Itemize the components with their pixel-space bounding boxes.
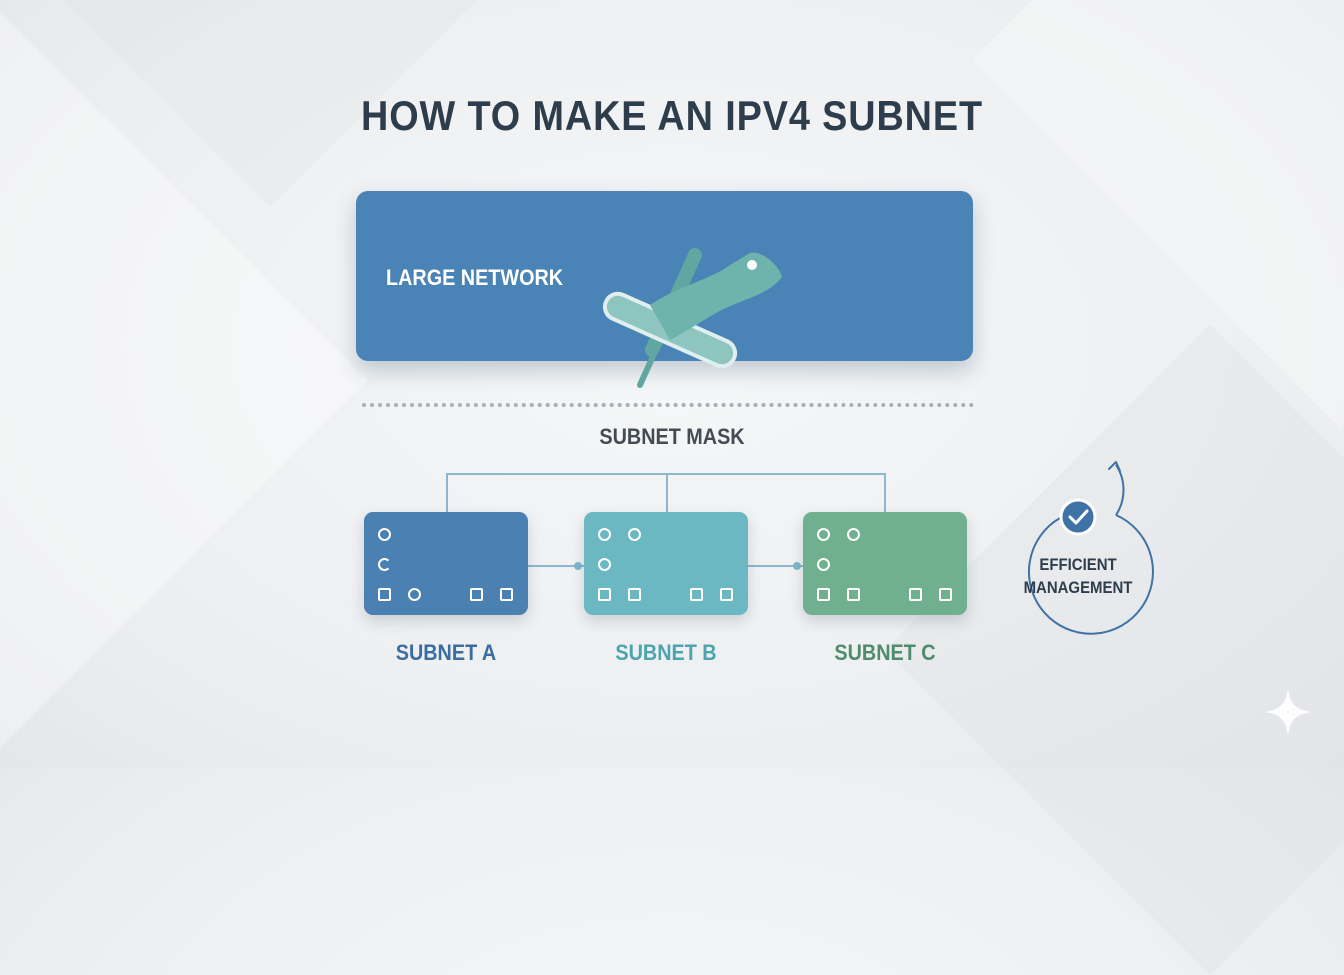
port-icon — [598, 528, 611, 541]
divider-dotted-line — [362, 403, 974, 407]
background-diamond — [972, 0, 1344, 428]
port-icon — [628, 588, 641, 601]
port-icon — [817, 558, 830, 571]
port-icon — [817, 528, 830, 541]
subnet-c-label: SUBNET C — [834, 640, 936, 665]
subnet-b-label: SUBNET B — [615, 640, 717, 665]
subnet-a-label: SUBNET A — [395, 640, 497, 665]
efficient-management-line2: MANAGEMENT — [1023, 578, 1133, 597]
port-icon — [378, 528, 391, 541]
subnet-mask-label: SUBNET MASK — [599, 424, 745, 449]
port-icon — [378, 588, 391, 601]
port-icon — [847, 588, 860, 601]
sparkle-icon — [1264, 688, 1312, 736]
port-icon — [628, 528, 641, 541]
port-icon — [847, 528, 860, 541]
port-icon — [720, 588, 733, 601]
subnet-c-block — [803, 512, 967, 615]
efficient-management-label: EFFICIENT MANAGEMENT — [1020, 553, 1136, 599]
port-icon — [909, 588, 922, 601]
port-icon — [817, 588, 830, 601]
port-icon — [378, 558, 391, 571]
port-icon — [939, 588, 952, 601]
large-network-label: LARGE NETWORK — [386, 265, 564, 290]
check-icon — [1059, 498, 1097, 536]
efficient-management-line1: EFFICIENT — [1039, 555, 1117, 574]
port-icon — [408, 588, 421, 601]
efficient-management-ring-icon — [1027, 461, 1154, 635]
port-icon — [598, 558, 611, 571]
port-icon — [690, 588, 703, 601]
port-icon — [500, 588, 513, 601]
port-icon — [598, 588, 611, 601]
network-slicer-icon — [602, 248, 782, 388]
subnet-a-block — [364, 512, 528, 615]
port-icon — [470, 588, 483, 601]
page-title: HOW TO MAKE AN IPV4 SUBNET — [361, 92, 983, 139]
subnet-b-block — [584, 512, 748, 615]
